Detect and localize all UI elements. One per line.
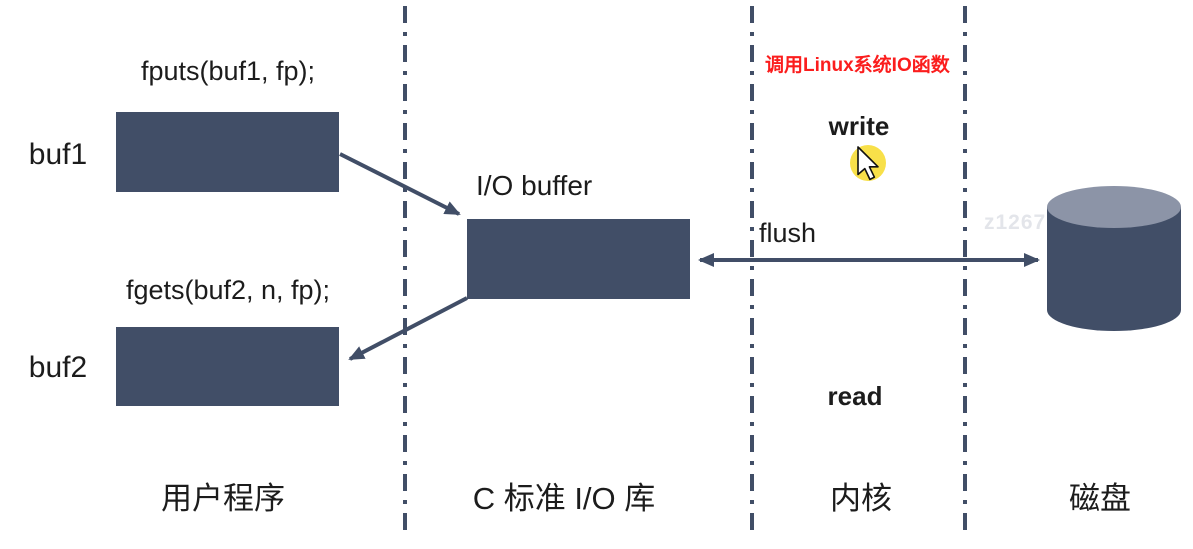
buf1-box: [116, 112, 339, 192]
disk-cylinder-body: [1047, 207, 1181, 331]
fputs-arrow: [339, 152, 461, 216]
mouse-cursor-icon: [857, 146, 879, 181]
disk-cylinder-top: [1047, 186, 1181, 228]
buf2-label: buf2: [28, 351, 88, 384]
fputs-call-label: fputs(buf1, fp);: [140, 56, 316, 86]
lane-label-disk: 磁盘: [1069, 481, 1131, 516]
buf1-label: buf1: [28, 138, 88, 171]
watermark-text: z1267: [984, 211, 1046, 234]
read-label: read: [827, 381, 883, 411]
disk-cylinder-icon: [1047, 186, 1181, 331]
fgets-arrow: [348, 296, 468, 361]
fgets-call-label: fgets(buf2, n, fp);: [125, 275, 331, 305]
flush-label: flush: [759, 218, 817, 248]
buf2-box: [116, 327, 339, 406]
io-buffer-label: I/O buffer: [476, 170, 593, 201]
io-buffer-box: [467, 219, 690, 299]
lane-label-kernel: 内核: [830, 481, 892, 516]
kernel-annotation: 调用Linux系统IO函数: [765, 55, 950, 76]
lane-label-user-program: 用户程序: [161, 481, 285, 516]
write-label: write: [828, 111, 890, 141]
lane-label-c-stdio: C 标准 I/O 库: [472, 481, 656, 516]
